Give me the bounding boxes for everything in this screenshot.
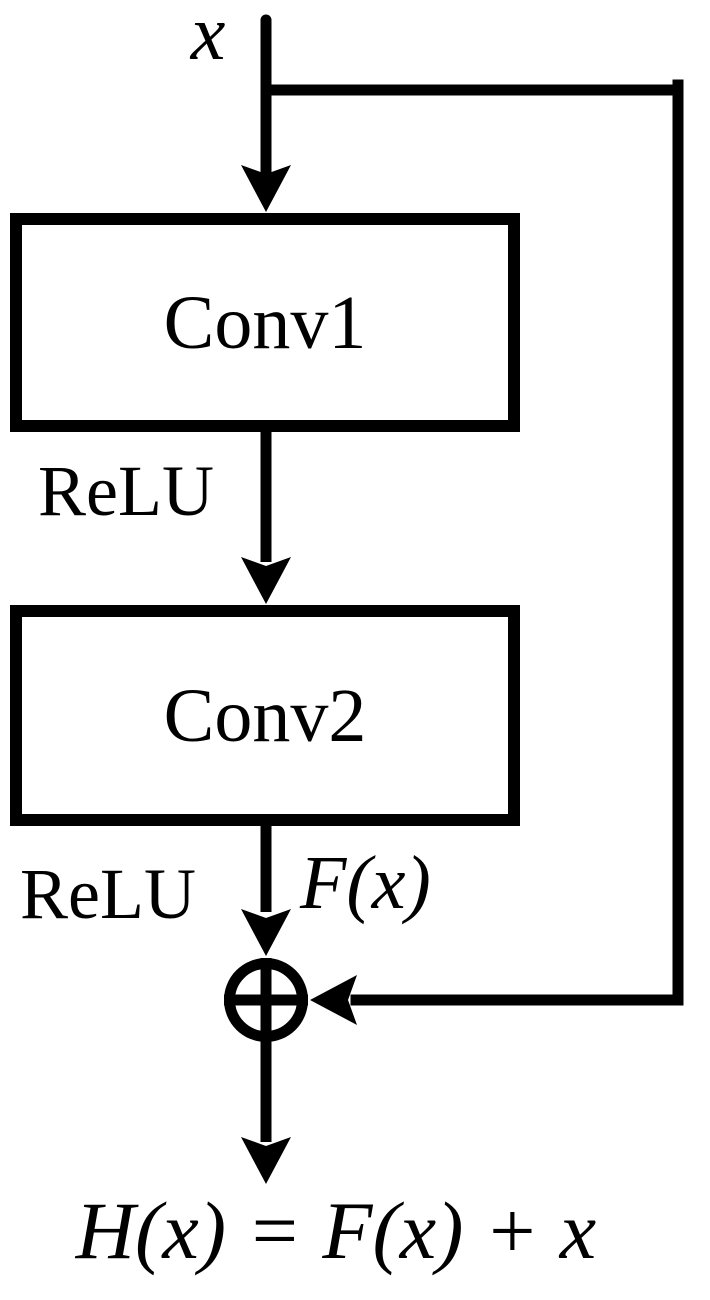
relu-label-2: ReLU <box>20 854 196 934</box>
conv1-block: Conv1 <box>10 213 520 432</box>
relu-label-1: ReLU <box>38 451 214 531</box>
arrowhead-into-sum-left <box>310 975 357 1025</box>
arrowhead-output <box>241 1137 291 1184</box>
conv1-label: Conv1 <box>163 280 367 365</box>
arrowhead-into-sum-top <box>241 909 291 956</box>
output-formula: H(x) = F(x) + x <box>75 1185 597 1276</box>
input-label: x <box>190 0 226 76</box>
conv2-label: Conv2 <box>163 673 367 758</box>
sum-node-icon <box>224 958 308 1042</box>
fx-label: F(x) <box>300 841 431 925</box>
skip-connection-line <box>260 79 684 1006</box>
arrowhead-into-conv1 <box>241 165 291 212</box>
arrowhead-into-conv2 <box>241 557 291 604</box>
conv2-block: Conv2 <box>10 605 520 826</box>
